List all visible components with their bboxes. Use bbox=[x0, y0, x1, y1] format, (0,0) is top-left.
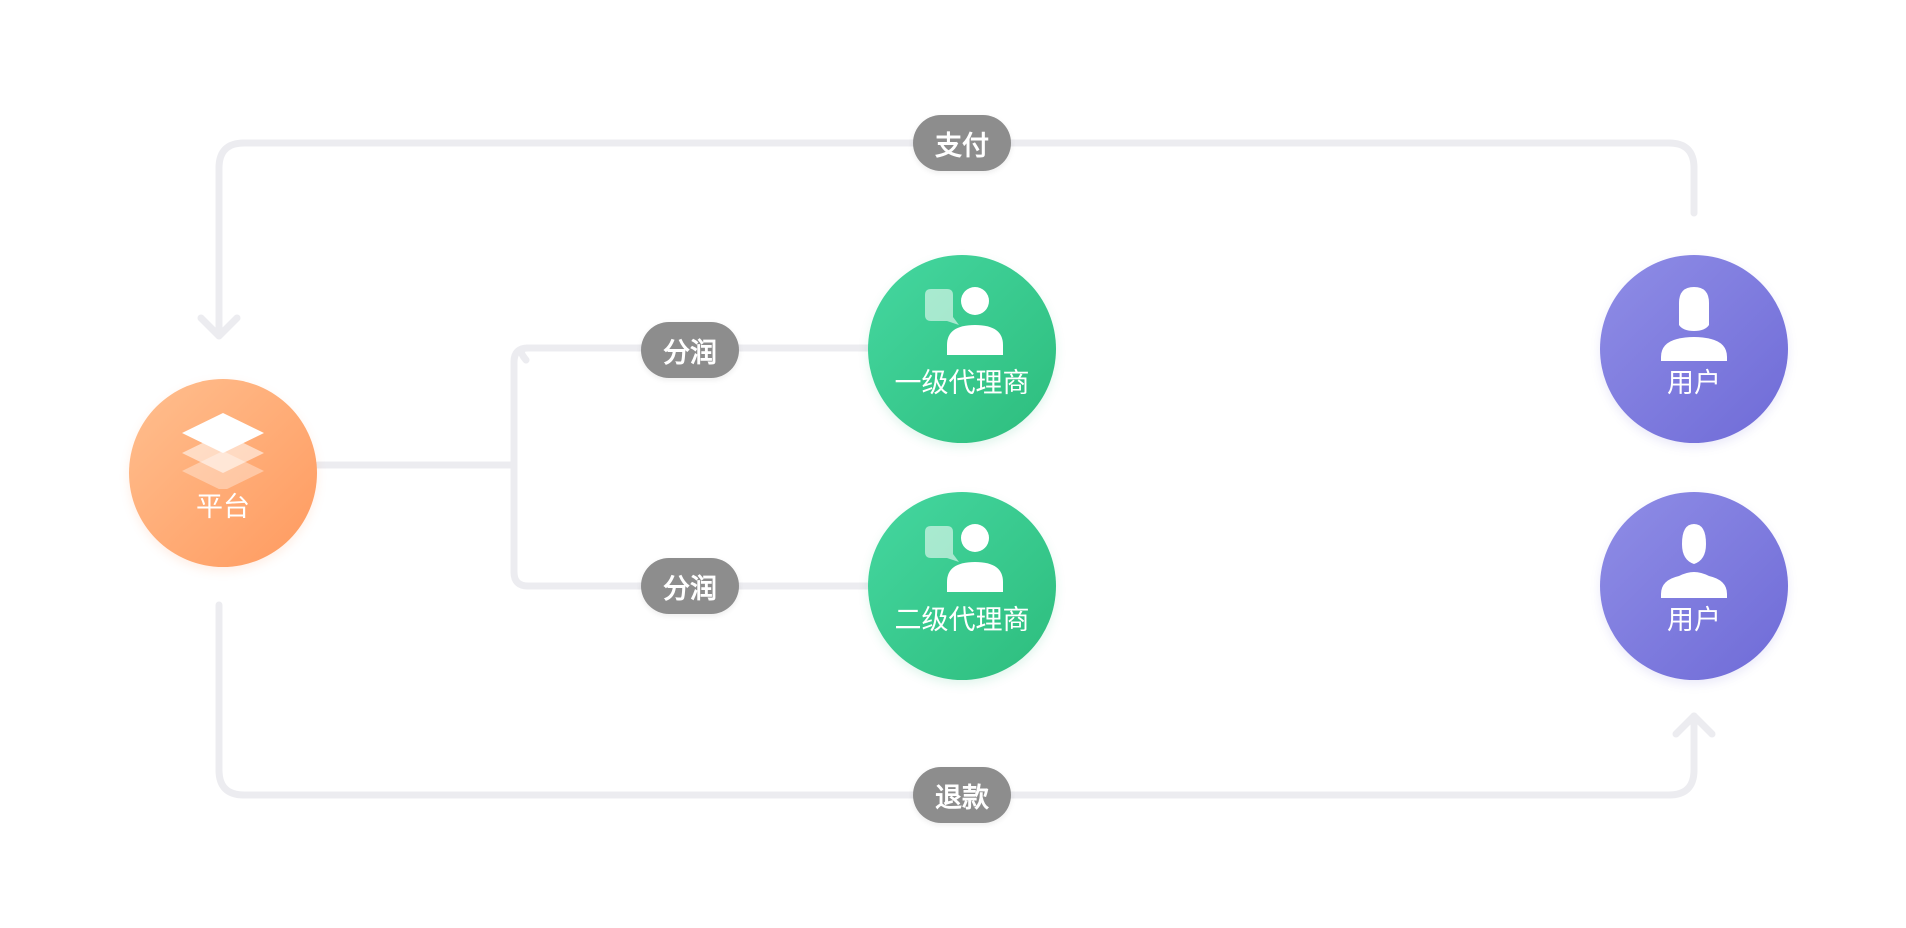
user-female-label: 用户 bbox=[1667, 368, 1721, 399]
user-male-node: 用户 bbox=[1600, 492, 1788, 680]
layers-icon bbox=[182, 413, 264, 489]
platform-label: 平台 bbox=[196, 492, 250, 523]
refund-arrowhead bbox=[1672, 712, 1716, 738]
branch-vertical-connector bbox=[510, 344, 532, 590]
refund-edge-label: 退款 bbox=[913, 767, 1011, 823]
agent-level2-label: 二级代理商 bbox=[894, 605, 1030, 636]
agent-icon bbox=[925, 524, 1003, 592]
agent-icon bbox=[925, 287, 1003, 355]
share-level1-edge-label: 分润 bbox=[641, 322, 739, 378]
user-female-node: 用户 bbox=[1600, 255, 1788, 443]
share-level2-edge-label: 分润 bbox=[641, 558, 739, 614]
agent-level2-node: 二级代理商 bbox=[868, 492, 1056, 680]
platform-node: 平台 bbox=[129, 379, 317, 567]
user-female-icon bbox=[1661, 287, 1727, 361]
pay-arrowhead bbox=[197, 314, 241, 340]
agent-level1-label: 一级代理商 bbox=[894, 368, 1030, 399]
agent-level1-node: 一级代理商 bbox=[868, 255, 1056, 443]
user-male-label: 用户 bbox=[1667, 605, 1721, 636]
user-male-icon bbox=[1661, 524, 1727, 598]
pay-edge-label: 支付 bbox=[913, 115, 1011, 171]
